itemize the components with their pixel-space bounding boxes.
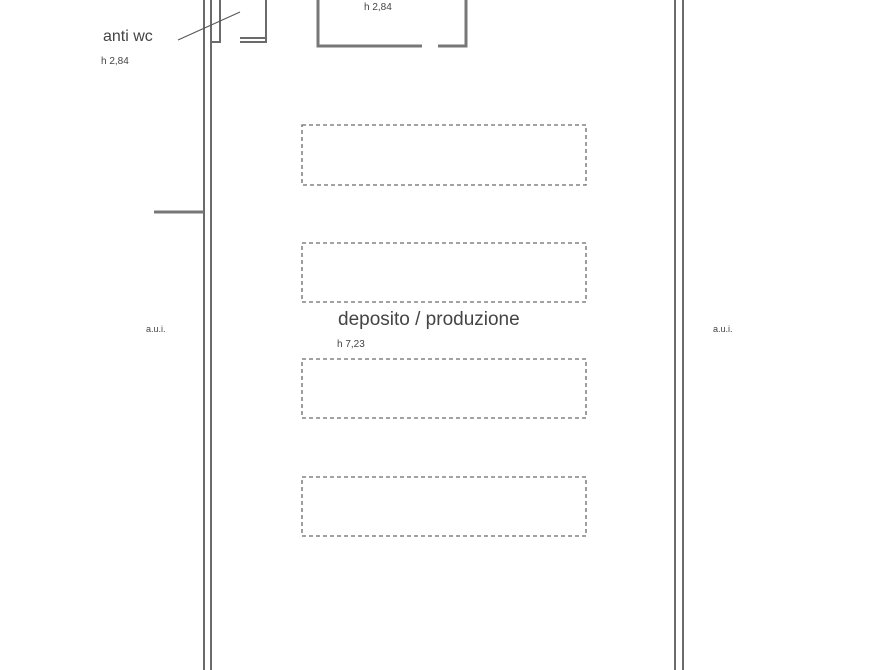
rack-1 (301, 124, 587, 186)
anti-wc-leader-line (177, 11, 241, 41)
main-building-walls (203, 0, 684, 670)
top-room-walls (316, 0, 468, 48)
anti-wc-walls (211, 0, 267, 43)
anti-wc-right-wall (240, 0, 267, 43)
anti-wc-height: h 2,84 (101, 56, 129, 67)
right-neighbor-label: a.u.i. (713, 324, 733, 334)
rack-2 (301, 242, 587, 303)
rack-3 (301, 358, 587, 419)
rack-4 (301, 476, 587, 537)
main-room-height: h 7,23 (337, 339, 365, 350)
top-room-right-wall (438, 0, 468, 48)
top-room-left-wall (316, 0, 422, 48)
top-room-height: h 2,84 (364, 2, 392, 13)
anti-wc-label: anti wc (103, 28, 153, 45)
left-neighbor-label: a.u.i. (146, 324, 166, 334)
anti-wc-left-wall (211, 0, 221, 43)
storage-racks (301, 124, 587, 537)
main-room-label: deposito / produzione (338, 309, 520, 330)
